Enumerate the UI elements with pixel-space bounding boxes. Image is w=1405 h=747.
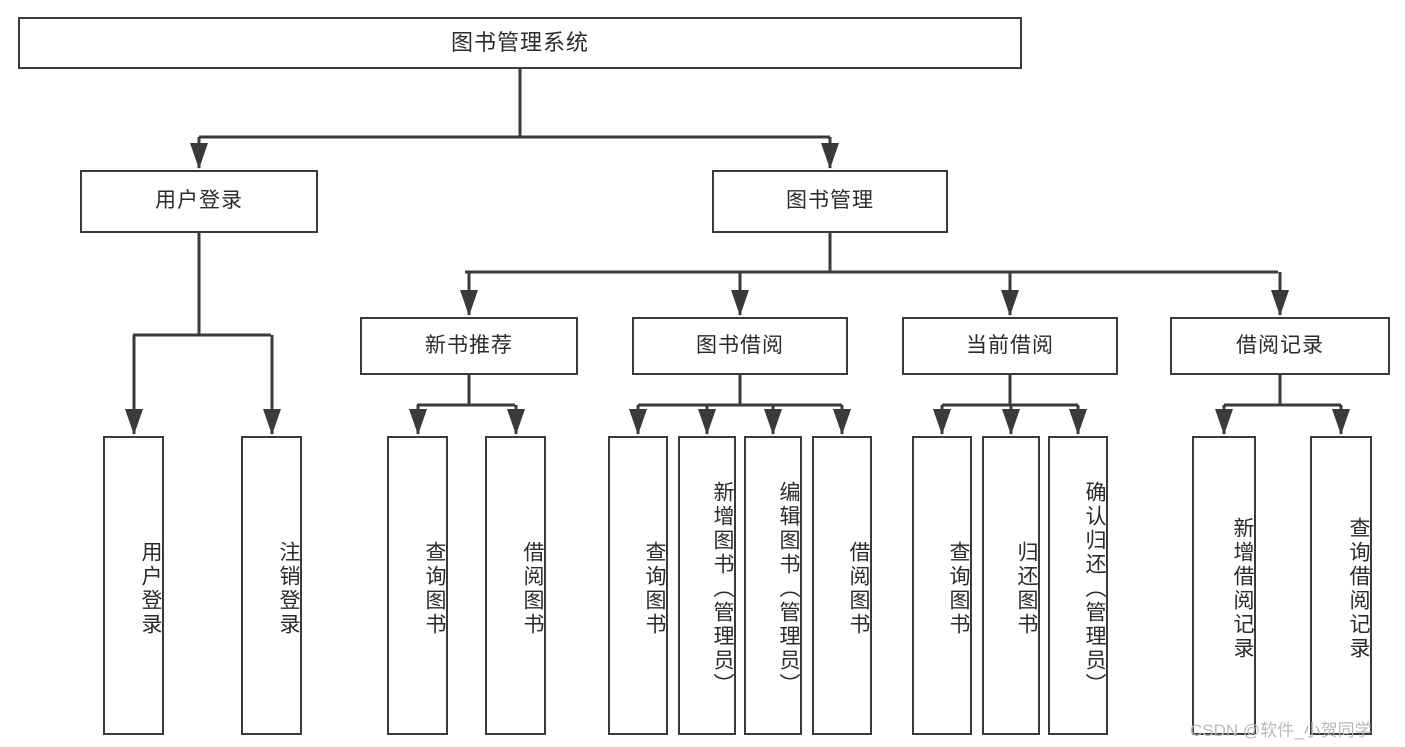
node-current-borrow[interactable]: 当前借阅 <box>902 317 1118 375</box>
node-new-book-recommend[interactable]: 新书推荐 <box>360 317 578 375</box>
leaf-user-login[interactable]: 用户登录 <box>103 436 164 735</box>
leaf-new-book-borrow[interactable]: 借阅图书 <box>485 436 546 735</box>
leaf-record-add[interactable]: 新增借阅记录 <box>1192 436 1256 735</box>
node-user-login[interactable]: 用户登录 <box>80 170 318 233</box>
leaf-current-confirm-return-admin[interactable]: 确认归还（管理员） <box>1048 436 1108 735</box>
leaf-borrow-edit-book-admin[interactable]: 编辑图书（管理员） <box>744 436 802 735</box>
leaf-current-query-book[interactable]: 查询图书 <box>912 436 972 735</box>
leaf-borrow-book[interactable]: 借阅图书 <box>812 436 872 735</box>
node-root[interactable]: 图书管理系统 <box>18 17 1022 69</box>
leaf-current-return-book[interactable]: 归还图书 <box>982 436 1040 735</box>
watermark: CSDN @软件_小贺同学 <box>1190 721 1372 740</box>
node-book-management[interactable]: 图书管理 <box>712 170 948 233</box>
leaf-borrow-add-book-admin[interactable]: 新增图书（管理员） <box>678 436 736 735</box>
node-borrow-record[interactable]: 借阅记录 <box>1170 317 1390 375</box>
leaf-borrow-query-book[interactable]: 查询图书 <box>608 436 668 735</box>
node-book-borrow[interactable]: 图书借阅 <box>632 317 848 375</box>
leaf-user-logout[interactable]: 注销登录 <box>241 436 302 735</box>
leaf-record-query[interactable]: 查询借阅记录 <box>1310 436 1372 735</box>
leaf-new-book-query[interactable]: 查询图书 <box>387 436 448 735</box>
